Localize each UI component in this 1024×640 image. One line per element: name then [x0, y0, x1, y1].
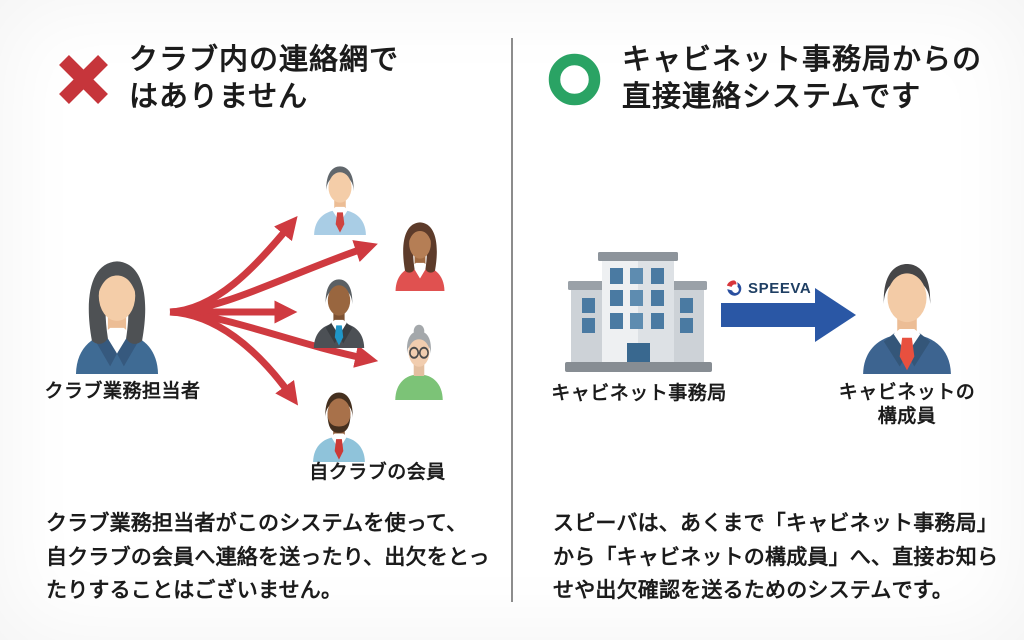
left-panel-description: クラブ業務担当者がこのシステムを使って、 自クラブの会員へ連絡を送ったり、出欠を… [46, 512, 490, 602]
member-avatar-4 [395, 324, 443, 400]
cabinet-member-label: キャビネットの 構成員 [838, 382, 976, 427]
member-avatar-3 [313, 279, 365, 348]
cabinet-member-avatar [863, 264, 951, 374]
member-avatar-5 [313, 392, 365, 462]
speeva-logo: SPEEVA [724, 278, 811, 298]
speeva-brand-text: SPEEVA [748, 279, 812, 297]
circle-mark-icon [548, 53, 601, 106]
fan-arrows-icon [169, 215, 379, 406]
member-avatar-2 [395, 222, 445, 291]
cabinet-office-label: キャビネット事務局 [551, 383, 727, 404]
speeva-s-icon [726, 280, 742, 296]
right-panel-description: スピーバは、あくまで「キャビネット事務局」 から「キャビネットの構成員」へ、直接… [553, 512, 999, 602]
building-icon [565, 252, 712, 372]
flow-arrow-icon [721, 288, 856, 342]
left-panel-title: クラブ内の連絡網で はありません [129, 44, 400, 113]
club-staff-label: クラブ業務担当者 [44, 381, 201, 402]
right-panel-title: キャビネット事務局からの 直接連絡システムです [622, 44, 983, 113]
member-avatar-1 [314, 166, 366, 235]
club-staff-avatar [75, 261, 159, 374]
panel-divider [511, 38, 513, 602]
club-members-label: 自クラブの会員 [309, 462, 446, 483]
x-mark-icon [59, 55, 108, 104]
